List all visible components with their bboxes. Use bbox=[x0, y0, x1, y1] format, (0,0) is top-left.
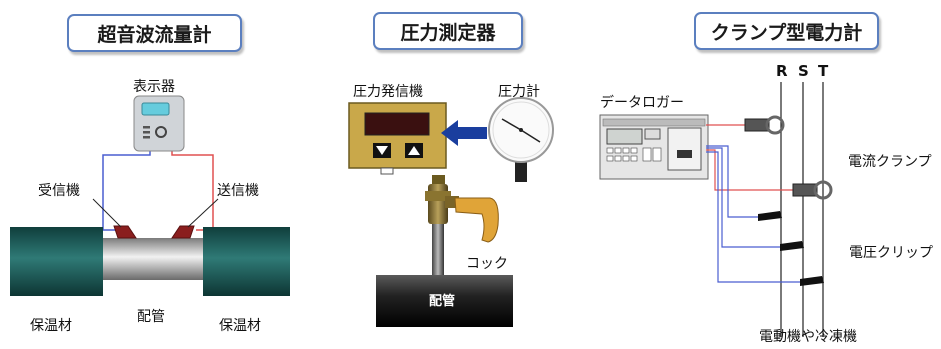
arrow-left-icon bbox=[441, 120, 487, 146]
voltage-clip-t bbox=[800, 276, 824, 286]
cock-label: コック bbox=[466, 256, 508, 272]
pressure-transmitter-label: 圧力発信機 bbox=[353, 84, 423, 100]
receiver-label: 受信機 bbox=[38, 183, 80, 199]
data-logger-device bbox=[599, 114, 709, 180]
title-ultrasonic-flowmeter: 超音波流量計 bbox=[67, 14, 242, 52]
voltage-clip-r bbox=[758, 211, 782, 221]
cock-valve bbox=[425, 175, 499, 243]
pipe-label: 配管 bbox=[137, 309, 165, 325]
voltage-clip-s bbox=[780, 241, 804, 251]
pressure-gauge bbox=[488, 97, 554, 182]
insulation-right bbox=[203, 227, 290, 296]
display-label: 表示器 bbox=[133, 79, 175, 95]
motor-label: 電動機や冷凍機 bbox=[759, 329, 857, 345]
blue-signal-wire bbox=[102, 148, 151, 231]
red-signal-wire bbox=[171, 148, 214, 231]
clamp-section bbox=[599, 82, 833, 337]
insulation-left-label: 保温材 bbox=[30, 318, 72, 334]
insulation-left bbox=[10, 227, 103, 296]
title-clamp-power-meter: クランプ型電力計 bbox=[694, 12, 879, 50]
transmitter-label: 送信機 bbox=[217, 183, 259, 199]
insulation-right-label: 保温材 bbox=[219, 318, 261, 334]
current-clamp-label: 電流クランプ bbox=[848, 154, 932, 170]
phase-s-label: S bbox=[798, 62, 809, 80]
data-logger-label: データロガー bbox=[600, 95, 684, 111]
pressure-transmitter bbox=[348, 102, 447, 175]
main-pipe bbox=[376, 275, 513, 327]
receiver-sensor bbox=[113, 225, 137, 239]
current-clamp-r bbox=[744, 115, 785, 135]
voltage-clip-label: 電圧クリップ bbox=[849, 245, 933, 261]
current-clamp-t bbox=[792, 180, 833, 200]
ultrasonic-section bbox=[10, 95, 290, 296]
pressure-section bbox=[348, 97, 554, 327]
vertical-pipe bbox=[432, 207, 444, 279]
transmitter-sensor bbox=[171, 225, 195, 239]
pipe-body bbox=[100, 238, 210, 280]
pressure-gauge-label: 圧力計 bbox=[498, 84, 540, 100]
phase-t-label: T bbox=[818, 62, 829, 80]
receiver-pointer bbox=[92, 198, 122, 228]
transmitter-pointer bbox=[187, 198, 219, 228]
title-pressure-meter: 圧力測定器 bbox=[373, 12, 523, 50]
phase-r-label: R bbox=[776, 62, 788, 80]
main-pipe-label: 配管 bbox=[429, 294, 456, 309]
display-device bbox=[133, 95, 185, 152]
